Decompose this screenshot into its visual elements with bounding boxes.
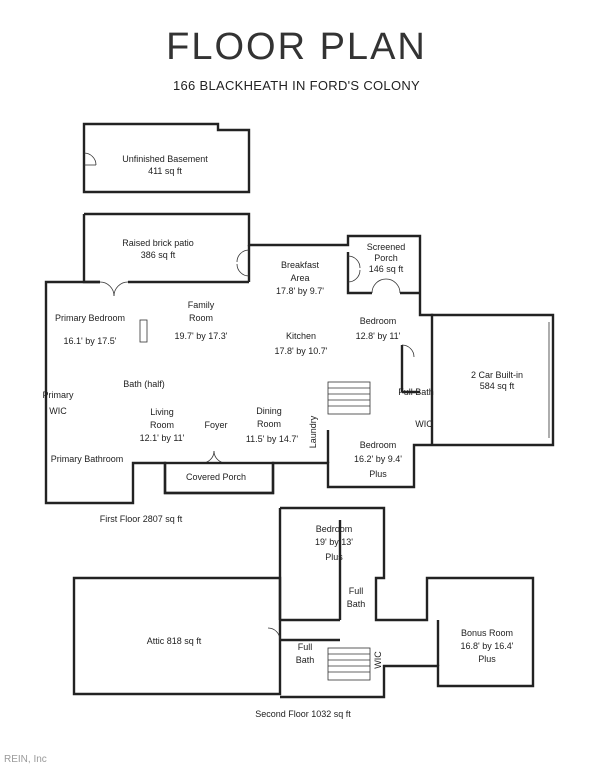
bedroom-2-label: Bedroom <box>360 440 397 450</box>
primary-bedroom-dimensions: 16.1' by 17.5' <box>64 336 117 346</box>
kitchen-dimensions: 17.8' by 10.7' <box>275 346 328 356</box>
primary-wic-label-line1: Primary <box>43 390 74 400</box>
bedroom-2-plus: Plus <box>369 469 387 479</box>
bonus-room-label: Bonus Room <box>461 628 513 638</box>
dining-room-label-line1: Dining <box>256 406 282 416</box>
family-room-label-line2: Room <box>189 313 213 323</box>
breakfast-label-line2: Area <box>290 273 309 283</box>
first-floor-label: First Floor 2807 sq ft <box>100 514 183 524</box>
family-room-dimensions: 19.7' by 17.3' <box>175 331 228 341</box>
wic-label: WIC <box>415 419 433 429</box>
living-room-label-line1: Living <box>150 407 174 417</box>
bedroom-1-dimensions: 12.8' by 11' <box>356 331 401 341</box>
patio-label: Raised brick patio <box>122 238 194 248</box>
screened-porch-label-line1: Screened <box>367 242 406 252</box>
full-bath-2-label-line1: Full <box>349 586 364 596</box>
property-address: 166 BLACKHEATH IN FORD'S COLONY <box>172 78 421 93</box>
full-bath-3-label-line1: Full <box>298 642 313 652</box>
screened-porch-area: 146 sq ft <box>369 264 404 274</box>
garage-label: 2 Car Built-in <box>471 370 523 380</box>
bonus-room-dimensions: 16.8' by 16.4' <box>461 641 514 651</box>
attic-label: Attic 818 sq ft <box>147 636 202 646</box>
first-floor-outline <box>44 212 555 505</box>
primary-bathroom-label: Primary Bathroom <box>51 454 124 464</box>
watermark: REIN, Inc <box>4 754 47 765</box>
dining-room-label-line2: Room <box>257 419 281 429</box>
laundry-label: Laundry <box>308 415 318 448</box>
second-floor-outline <box>72 506 535 699</box>
full-bath-label: Full Bath <box>398 387 434 397</box>
covered-porch-label: Covered Porch <box>186 472 246 482</box>
wic-2-label: WIC <box>373 651 383 669</box>
living-room-dimensions: 12.1' by 11' <box>140 433 185 443</box>
screened-porch-label-line2: Porch <box>374 253 398 263</box>
basement-outline <box>82 122 251 194</box>
breakfast-dimensions: 17.8' by 9.7' <box>276 286 324 296</box>
family-room-label-line1: Family <box>188 300 215 310</box>
patio-area: 386 sq ft <box>141 250 176 260</box>
plan-title: FLOOR PLAN <box>166 26 427 68</box>
second-floor-label: Second Floor 1032 sq ft <box>255 709 351 719</box>
basement-area: 411 sq ft <box>148 166 182 176</box>
bedroom-3-plus: Plus <box>325 552 343 562</box>
primary-bedroom-label: Primary Bedroom <box>55 313 125 323</box>
basement-label: Unfinished Basement <box>122 154 208 164</box>
bedroom-3-label: Bedroom <box>316 524 353 534</box>
dining-room-dimensions: 11.5' by 14.7' <box>246 434 299 444</box>
primary-wic-label-line2: WIC <box>49 406 67 416</box>
full-bath-3-label-line2: Bath <box>296 655 315 665</box>
kitchen-label: Kitchen <box>286 331 316 341</box>
living-room-label-line2: Room <box>150 420 174 430</box>
breakfast-label-line1: Breakfast <box>281 260 320 270</box>
foyer-label: Foyer <box>204 420 227 430</box>
garage-area: 584 sq ft <box>480 381 515 391</box>
bedroom-2-dimensions: 16.2' by 9.4' <box>354 454 402 464</box>
bonus-room-plus: Plus <box>478 654 496 664</box>
bedroom-1-label: Bedroom <box>360 316 397 326</box>
bedroom-3-dimensions: 19' by 13' <box>315 537 353 547</box>
half-bath-label: Bath (half) <box>123 379 165 389</box>
full-bath-2-label-line2: Bath <box>347 599 366 609</box>
